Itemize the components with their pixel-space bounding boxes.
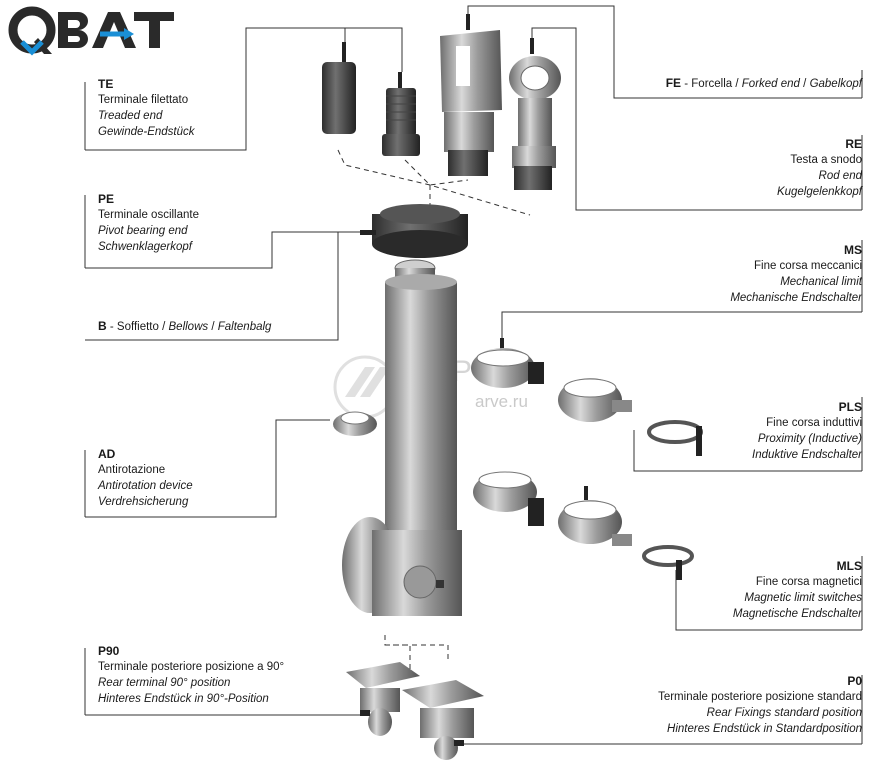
label-pe-de: Schwenklagerkopf [98, 241, 192, 253]
label-te-de: Gewinde-Endstück [98, 126, 195, 138]
label-pe-code: PE [98, 192, 115, 206]
label-fe: FE - Forcella / Forked end / Gabelkopf [666, 75, 862, 92]
label-pe: PE Terminale oscillante Pivot bearing en… [98, 191, 199, 255]
label-fe-it: Forcella [691, 78, 733, 90]
label-re-de: Kugelgelenkkopf [776, 186, 862, 198]
label-b-de: Faltenbalg [217, 321, 272, 333]
label-b-code: B [98, 319, 107, 333]
label-mls-it: Fine corsa magnetici [755, 576, 862, 588]
label-ms-de: Mechanische Endschalter [730, 292, 862, 304]
label-fe-slash2: / [799, 78, 810, 90]
label-fe-slash1: / [732, 78, 742, 90]
label-p0-de: Hinteres Endstück in Standardposition [667, 723, 862, 735]
label-ms-code: MS [844, 243, 862, 257]
label-mls: MLS Fine corsa magnetici Magnetic limit … [733, 558, 862, 622]
label-te-en: Treaded end [98, 110, 163, 122]
label-pls-it: Fine corsa induttivi [766, 417, 862, 429]
label-b-slash1: / [158, 321, 169, 333]
label-re: RE Testa a snodo Rod end Kugelgelenkkopf [777, 136, 862, 200]
label-pls-de: Induktive Endschalter [752, 449, 862, 461]
label-re-en: Rod end [818, 170, 862, 182]
label-p90-de: Hinteres Endstück in 90°-Position [98, 693, 269, 705]
label-ad-it: Antirotazione [98, 464, 166, 476]
label-te-code: TE [98, 77, 114, 91]
label-b-it: Soffietto [116, 321, 159, 333]
label-p90-it: Terminale posteriore posizione a 90° [98, 661, 285, 673]
label-b-slash2: / [208, 321, 218, 333]
label-te: TE Terminale filettato Treaded end Gewin… [98, 76, 195, 140]
qbat-logo [8, 6, 174, 56]
label-b: B - Soffietto / Bellows / Faltenbalg [98, 318, 271, 335]
label-p0-code: P0 [847, 674, 862, 688]
label-ad-de: Verdrehsicherung [98, 496, 189, 508]
label-pe-it: Terminale oscillante [98, 209, 199, 221]
label-pe-en: Pivot bearing end [98, 225, 188, 237]
label-p0-it: Terminale posteriore posizione standard [658, 691, 862, 703]
label-p0-en: Rear Fixings standard position [706, 707, 862, 719]
label-mls-de: Magnetische Endschalter [732, 608, 862, 620]
label-pls-en: Proximity (Inductive) [757, 433, 862, 445]
label-mls-en: Magnetic limit switches [744, 592, 862, 604]
watermark-sub: arve.ru [475, 392, 528, 411]
label-pls-code: PLS [838, 400, 862, 414]
label-fe-sep: - [681, 78, 692, 90]
label-ad-en: Antirotation device [98, 480, 193, 492]
label-ms: MS Fine corsa meccanici Mechanical limit… [730, 242, 862, 306]
label-p90-en: Rear terminal 90° position [98, 677, 231, 689]
label-ad: AD Antirotazione Antirotation device Ver… [98, 446, 193, 510]
label-ad-code: AD [98, 447, 116, 461]
label-te-it: Terminale filettato [98, 94, 189, 106]
label-mls-code: MLS [836, 559, 862, 573]
label-fe-code: FE [665, 76, 682, 90]
label-b-sep: - [106, 321, 117, 333]
label-fe-en: Forked end [741, 78, 800, 90]
label-re-code: RE [845, 137, 862, 151]
label-p0: P0 Terminale posteriore posizione standa… [658, 673, 862, 737]
label-re-it: Testa a snodo [790, 154, 862, 166]
label-pls: PLS Fine corsa induttivi Proximity (Indu… [752, 399, 862, 463]
label-p90-code: P90 [98, 644, 120, 658]
label-p90: P90 Terminale posteriore posizione a 90°… [98, 643, 284, 707]
label-b-en: Bellows [168, 321, 209, 333]
label-fe-de: Gabelkopf [809, 78, 862, 90]
label-ms-it: Fine corsa meccanici [753, 260, 862, 272]
label-ms-en: Mechanical limit [780, 276, 862, 288]
